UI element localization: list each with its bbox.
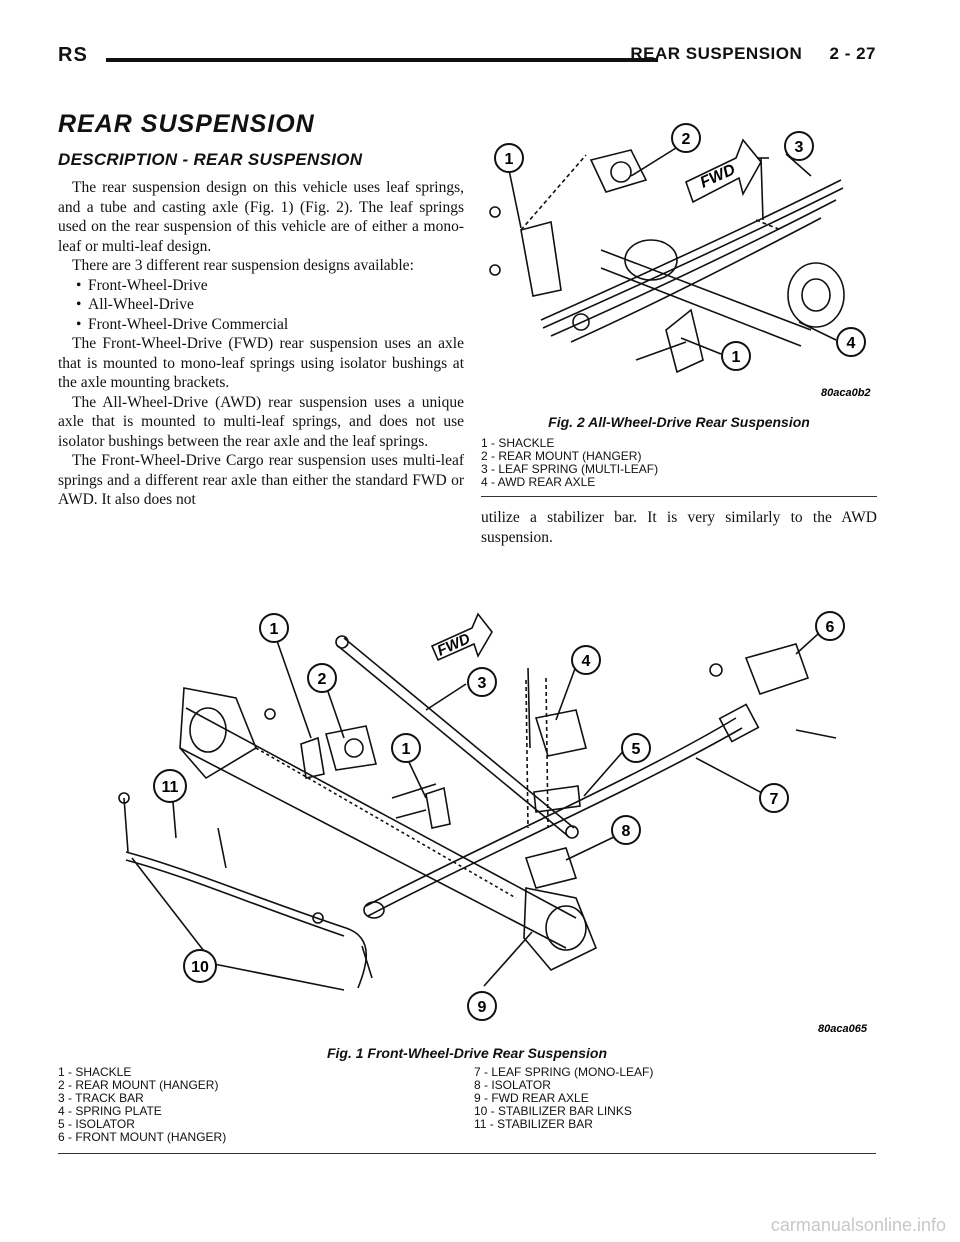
- header-left: RS: [58, 44, 88, 66]
- legend-item: 11 - STABILIZER BAR: [474, 1117, 593, 1131]
- fig1-callout: 10: [191, 959, 209, 976]
- header-page-number: 2 - 27: [829, 44, 876, 63]
- legend-item: 6 - FRONT MOUNT (HANGER): [58, 1130, 227, 1144]
- fig1-callout: 4: [582, 653, 591, 670]
- legend-item: 2 - REAR MOUNT (HANGER): [58, 1078, 219, 1092]
- fig2-code: 80aca0b2: [821, 387, 871, 399]
- fig2-callout: 2: [682, 131, 691, 148]
- fig2-caption: Fig. 2 All-Wheel-Drive Rear Suspension: [548, 414, 810, 430]
- fig1-illustration: FWD 1 2 3 4 1 5 6 7 8 9 10 11: [96, 598, 886, 1038]
- body-text-left: The rear suspension design on this vehic…: [58, 178, 464, 510]
- paragraph-3: The Front-Wheel-Drive (FWD) rear suspens…: [58, 335, 464, 391]
- fig2-callout: 1: [732, 349, 741, 366]
- design-list: Front-Wheel-Drive All-Wheel-Drive Front-…: [58, 276, 464, 335]
- fig2-rule: [481, 496, 877, 497]
- legend-item: 1 - SHACKLE: [481, 436, 555, 450]
- fwd-suspension-drawing: FWD 1 2 3 4 1 5 6 7 8 9 10 11: [118, 611, 868, 1035]
- header-section: REAR SUSPENSION: [630, 44, 803, 63]
- legend-item: 4 - AWD REAR AXLE: [481, 475, 596, 489]
- fig1-callout: 9: [478, 999, 487, 1016]
- fig1-callout: 5: [632, 741, 641, 758]
- paragraph-2: There are 3 different rear suspension de…: [72, 257, 414, 274]
- legend-item: 5 - ISOLATOR: [58, 1117, 135, 1131]
- page-header: RS REAR SUSPENSION 2 - 27: [58, 44, 876, 78]
- fig1-legend-right: 7 - LEAF SPRING (MONO-LEAF) 8 - ISOLATOR…: [474, 1066, 653, 1131]
- legend-item: 9 - FWD REAR AXLE: [474, 1091, 589, 1105]
- paragraph-4: The All-Wheel-Drive (AWD) rear suspensio…: [58, 393, 464, 450]
- legend-item: 7 - LEAF SPRING (MONO-LEAF): [474, 1065, 654, 1079]
- legend-item: 10 - STABILIZER BAR LINKS: [474, 1104, 632, 1118]
- legend-item: 1 - SHACKLE: [58, 1065, 132, 1079]
- awd-suspension-drawing: FWD 1 2 3 4 1 80aca0b2: [489, 123, 871, 399]
- paragraph-5: The Front-Wheel-Drive Cargo rear suspens…: [58, 452, 464, 508]
- fig1-callout: 2: [318, 671, 327, 688]
- fig1-caption: Fig. 1 Front-Wheel-Drive Rear Suspension: [326, 1045, 608, 1061]
- fig1-rule: [58, 1153, 876, 1154]
- fig1-callout: 8: [622, 823, 631, 840]
- fig1-callout: 6: [826, 619, 835, 636]
- legend-item: 3 - TRACK BAR: [58, 1091, 144, 1105]
- fig2-callout: 3: [795, 139, 804, 156]
- watermark: carmanualsonline.info: [770, 1215, 946, 1235]
- fig1-callout: 1: [402, 741, 411, 758]
- list-item: Front-Wheel-Drive Commercial: [58, 315, 464, 335]
- fig2-callout: 4: [847, 335, 856, 352]
- list-item: All-Wheel-Drive: [58, 295, 464, 315]
- fig1-legend-left: 1 - SHACKLE 2 - REAR MOUNT (HANGER) 3 - …: [58, 1066, 226, 1144]
- fig2-legend: 1 - SHACKLE 2 - REAR MOUNT (HANGER) 3 - …: [481, 437, 658, 489]
- paragraph-5-continued: utilize a stabilizer bar. It is very sim…: [481, 509, 877, 546]
- fig1-fwd-label: FWD: [435, 630, 473, 659]
- legend-item: 8 - ISOLATOR: [474, 1078, 551, 1092]
- legend-item: 3 - LEAF SPRING (MULTI-LEAF): [481, 462, 659, 476]
- legend-item: 4 - SPRING PLATE: [58, 1104, 162, 1118]
- fig2-illustration: FWD 1 2 3 4 1 80aca0b2: [481, 110, 877, 410]
- fig1-code: 80aca065: [818, 1023, 868, 1035]
- header-rule: [106, 58, 658, 62]
- fig1-callout: 7: [770, 791, 779, 808]
- fig1-callout: 1: [270, 621, 279, 638]
- legend-item: 2 - REAR MOUNT (HANGER): [481, 449, 642, 463]
- body-text-right: utilize a stabilizer bar. It is very sim…: [481, 508, 877, 547]
- fig2-fwd-label: FWD: [698, 161, 739, 192]
- paragraph-1: The rear suspension design on this vehic…: [58, 179, 464, 255]
- fig1-callout: 11: [162, 779, 179, 796]
- section-subtitle: DESCRIPTION - REAR SUSPENSION: [58, 150, 363, 169]
- page-title: REAR SUSPENSION: [58, 110, 315, 138]
- header-right: REAR SUSPENSION 2 - 27: [630, 44, 876, 64]
- list-item: Front-Wheel-Drive: [58, 276, 464, 296]
- fig2-callout: 1: [505, 151, 514, 168]
- fig1-callout: 3: [478, 675, 487, 692]
